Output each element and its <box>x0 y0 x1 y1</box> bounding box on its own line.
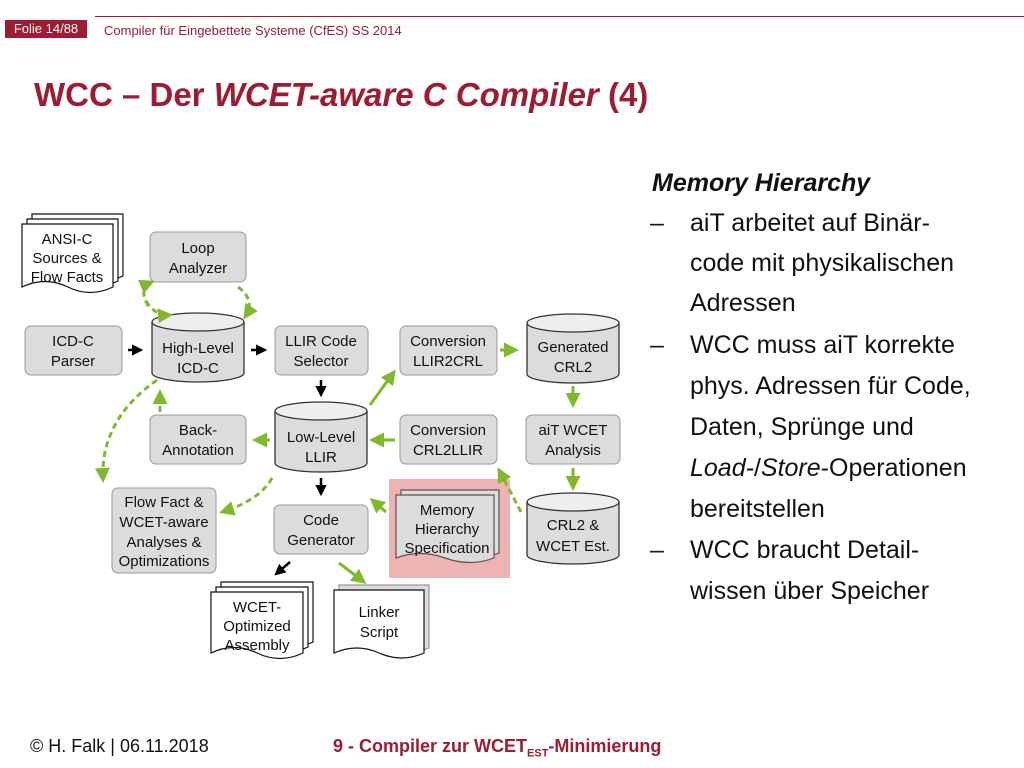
arrow-lowlevel-to-flowfact <box>219 477 274 516</box>
flow-fact-line-4: Optimizations <box>119 553 210 570</box>
wcet-assembly-line-1: WCET- <box>233 599 281 616</box>
linker-script-doc: Linker Script <box>333 584 430 659</box>
loop-analyzer-line-1: Loop <box>181 240 214 257</box>
ansi-c-sources-doc: ANSI-C Sources & Flow Facts <box>21 213 124 294</box>
memory-spec-line-1: Memory <box>420 502 475 519</box>
course-title: Compiler für Eingebettete Systeme (CfES)… <box>104 23 402 38</box>
ansi-c-line-1: ANSI-C <box>42 231 93 248</box>
ait-wcet-line-1: aiT WCET <box>539 422 608 439</box>
wcet-assembly-line-3: Assembly <box>224 637 290 654</box>
arrow-highlevel-to-flowfact <box>94 378 158 483</box>
conv-llir2crl-line-1: Conversion <box>410 333 486 350</box>
generated-crl2-line-2: CRL2 <box>554 359 592 376</box>
conv-llir2crl-line-2: LLIR2CRL <box>413 353 483 370</box>
arrow-crl2wcet-to-crl2llir <box>497 467 523 513</box>
bullet-1-line-3: Adressen <box>690 289 796 317</box>
memory-hierarchy-spec-doc: Memory Hierarchy Specification <box>395 489 500 564</box>
back-annotation-box: Back- Annotation <box>149 414 247 465</box>
footer-chapter: 9 - Compiler zur WCETEST-Minimierung <box>333 736 661 760</box>
wcet-assembly-line-2: Optimized <box>223 618 291 635</box>
arrow-codegen-to-linker <box>338 561 367 584</box>
footer-chapter-sub: EST <box>527 747 549 760</box>
flow-fact-line-1: Flow Fact & <box>124 494 203 511</box>
llir-selector-line-1: LLIR Code <box>285 333 357 350</box>
linker-script-line-1: Linker <box>359 604 400 621</box>
operationen-text: -Operationen <box>820 454 967 482</box>
slide-title: WCC – Der WCET-aware C Compiler (4) <box>34 76 648 114</box>
flow-fact-box: Flow Fact & WCET-aware Analyses & Optimi… <box>111 487 217 574</box>
high-level-icdc-db: High-Level ICD-C <box>151 312 245 383</box>
title-part2: (4) <box>598 76 649 113</box>
conv-crl2llir-line-1: Conversion <box>410 422 486 439</box>
memory-spec-line-3: Specification <box>404 540 489 557</box>
bullet-2-line-4: Load-/Store-Operationen <box>690 448 967 488</box>
arrow-loop-loop-left <box>138 279 155 307</box>
slash-text: / <box>753 454 761 482</box>
low-level-line-2: LLIR <box>305 449 337 466</box>
bullet-2-dash: – <box>650 331 664 359</box>
high-level-line-1: High-Level <box>162 340 234 357</box>
arrow-highlevel-to-loop <box>144 300 173 324</box>
llir-selector-box: LLIR Code Selector <box>274 325 369 376</box>
flow-fact-line-3: Analyses & <box>126 534 201 551</box>
bullet-1-dash: – <box>650 209 664 237</box>
wcet-optimized-assembly-doc: WCET- Optimized Assembly <box>210 581 314 660</box>
load-text: Load- <box>690 454 754 482</box>
conv-crl2llir-box: Conversion CRL2LLIR <box>399 414 498 465</box>
ansi-c-line-3: Flow Facts <box>31 269 104 286</box>
low-level-llir-db: Low-Level LLIR <box>274 401 368 473</box>
ansi-c-line-2: Sources & <box>32 250 101 267</box>
title-part1: WCC – Der <box>34 76 214 113</box>
slide-number-tab: Folie 14/88 <box>5 20 87 38</box>
arrow-lowlevel-to-llir2crl <box>368 369 396 406</box>
content-heading: Memory Hierarchy <box>652 169 871 197</box>
arrow-loop-to-highlevel <box>237 285 258 320</box>
bullet-2-line-3: Daten, Sprünge und <box>690 413 914 441</box>
bullet-1-line-2: code mit physikalischen <box>690 249 955 277</box>
conv-crl2llir-line-2: CRL2LLIR <box>413 442 483 459</box>
back-annotation-line-2: Annotation <box>162 442 234 459</box>
footer-chapter-a: 9 - Compiler zur WCET <box>333 736 528 756</box>
icdc-parser-line-2: Parser <box>51 353 95 370</box>
ait-wcet-analysis-box: aiT WCET Analysis <box>525 414 621 465</box>
loop-analyzer-line-2: Analyzer <box>169 260 227 277</box>
memory-spec-line-2: Hierarchy <box>415 521 480 538</box>
conv-llir2crl-box: Conversion LLIR2CRL <box>399 325 498 376</box>
llir-selector-line-2: Selector <box>293 353 348 370</box>
title-italic: WCET-aware C Compiler <box>213 76 599 113</box>
footer-chapter-b: -Minimierung <box>548 736 662 756</box>
loop-analyzer-box: Loop Analyzer <box>149 231 247 283</box>
store-text: Store <box>760 454 821 482</box>
code-generator-line-1: Code <box>303 512 339 529</box>
header-rule <box>95 16 1024 17</box>
generated-crl2-db: Generated CRL2 <box>526 313 620 384</box>
high-level-line-2: ICD-C <box>177 360 219 377</box>
arrow-memspec-to-lowlevel <box>369 498 387 514</box>
bullet-3-dash: – <box>650 536 664 564</box>
bullet-2-line-2: phys. Adressen für Code, <box>690 372 971 400</box>
footer-author-date: © H. Falk | 06.11.2018 <box>30 736 209 756</box>
bullet-2-line-5: bereitstellen <box>690 495 825 523</box>
back-annotation-line-1: Back- <box>179 422 217 439</box>
generated-crl2-line-1: Generated <box>538 339 609 356</box>
code-generator-line-2: Generator <box>287 532 355 549</box>
bullet-2-line-1: WCC muss aiT korrekte <box>690 331 955 359</box>
crl2-wcet-line-2: WCET Est. <box>536 538 610 555</box>
bullet-3-line-2: wissen über Speicher <box>690 577 930 605</box>
icdc-parser-box: ICD-C Parser <box>24 325 123 376</box>
code-generator-box: Code Generator <box>273 504 369 555</box>
crl2-wcet-line-1: CRL2 & <box>547 517 600 534</box>
icdc-parser-line-1: ICD-C <box>52 333 94 350</box>
crl2-wcet-est-db: CRL2 & WCET Est. <box>526 492 620 565</box>
linker-script-line-2: Script <box>360 624 399 641</box>
flow-fact-line-2: WCET-aware <box>119 514 208 531</box>
bullet-3-line-1: WCC braucht Detail- <box>690 536 920 564</box>
ait-wcet-line-2: Analysis <box>545 442 601 459</box>
bullet-1-line-1: aiT arbeitet auf Binär- <box>690 209 930 237</box>
low-level-line-1: Low-Level <box>287 429 355 446</box>
arrow-codegen-to-assembly <box>274 561 291 576</box>
